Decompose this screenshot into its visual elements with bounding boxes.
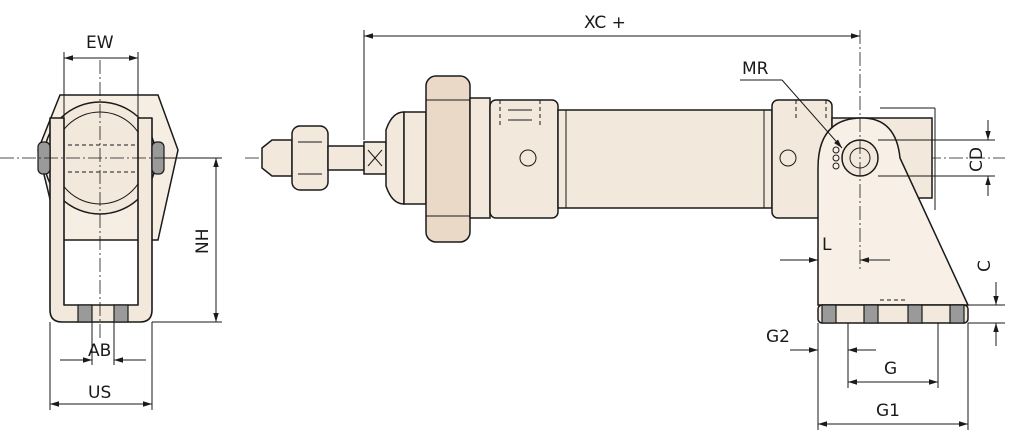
rear-port: [779, 149, 797, 167]
cylinder-barrel: [557, 109, 773, 209]
bracket-base: [817, 304, 969, 324]
mounting-nut: [425, 75, 471, 243]
dim-cd-label: CD: [967, 147, 987, 172]
dim-ab-label: AB: [88, 341, 111, 361]
dim-g-label: G: [884, 359, 897, 379]
dim-mr-label: MR: [742, 59, 769, 79]
dim-xc-label: XC +: [584, 13, 626, 33]
rod-nut: [291, 125, 329, 191]
end-view: EW NH AB US: [0, 33, 222, 410]
dim-g2-label: G2: [766, 327, 790, 347]
dim-us-label: US: [88, 383, 111, 403]
front-port: [519, 149, 537, 167]
dim-ew-label: EW: [86, 33, 114, 53]
side-view: XC + MR CD L C G2 G G1: [245, 13, 1005, 430]
dim-l-label: L: [822, 235, 832, 255]
dim-c-label: C: [975, 260, 995, 272]
dim-g1-label: G1: [876, 401, 900, 421]
dim-nh-label: NH: [193, 229, 213, 255]
end-view-clevis: [49, 117, 153, 323]
front-head: [385, 111, 405, 205]
